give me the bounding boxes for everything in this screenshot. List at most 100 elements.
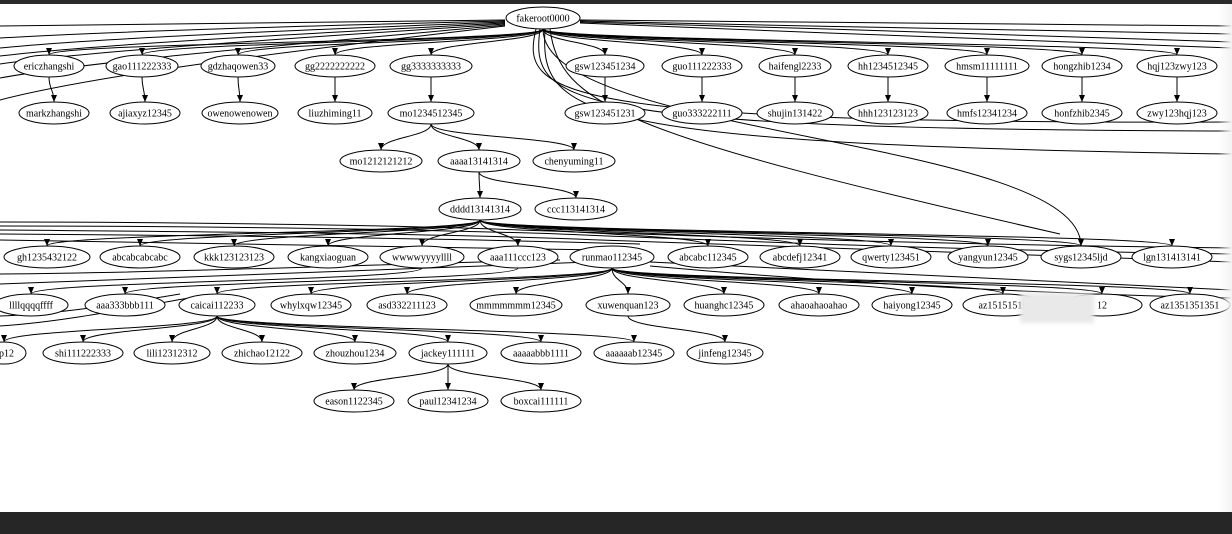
graph-node-gao111222333[interactable]: gao111222333	[105, 54, 179, 78]
node-label: mo1212121212	[350, 157, 413, 168]
graph-node-llllqqqqffff[interactable]: llllqqqqffff	[0, 293, 69, 317]
graph-node-gsw123451234[interactable]: gsw123451234	[565, 54, 645, 78]
edge-runmao112345-az15151515	[611, 267, 1006, 295]
graph-node-gsw123451231[interactable]: gsw123451231	[564, 101, 646, 125]
graph-node-aaa111ccc123[interactable]: aaa111ccc123	[477, 245, 559, 269]
graph-node-gg2222222222[interactable]: gg2222222222	[294, 54, 376, 78]
graph-node-kkk123123123[interactable]: kkk123123123	[193, 245, 275, 269]
edge-dddd13141314-abcabc112345	[479, 219, 711, 247]
graph-node-fakeroot0000[interactable]: fakeroot0000	[505, 6, 581, 30]
graph-node-markzhangshi[interactable]: markzhangshi	[18, 101, 90, 125]
graph-node-hqj123zwy123[interactable]: hqj123zwy123	[1136, 54, 1218, 78]
edge-dddd13141314-gh1235432122	[44, 219, 481, 247]
edge-caicai112233-zhouzhou1234	[216, 315, 358, 343]
graph-node-yangyun12345[interactable]: yangyun12345	[947, 245, 1029, 269]
edge-fakeroot0000-hqj123zwy123	[542, 28, 1180, 56]
graph-node-gg3333333333[interactable]: gg3333333333	[389, 54, 473, 78]
graph-node-aaa333bbb111[interactable]: aaa333bbb111	[84, 293, 166, 317]
graph-node-hh1234512345[interactable]: hh1234512345	[847, 54, 929, 78]
graph-node-xuwenquan123[interactable]: xuwenquan123	[585, 293, 671, 317]
graph-node-aaaa13141314[interactable]: aaaa13141314	[437, 149, 521, 173]
graph-node-pp12[interactable]: pp12	[0, 341, 27, 365]
graph-node-honfzhib2345[interactable]: honfzhib2345	[1041, 101, 1123, 125]
graph-node-lili12312312[interactable]: lili12312312	[133, 341, 211, 365]
node-label: aaa333bbb111	[96, 301, 154, 312]
graph-node-shi111222333[interactable]: shi111222333	[42, 341, 124, 365]
graph-node-aaaaabbb1111[interactable]: aaaaabbb1111	[500, 341, 582, 365]
graph-node-qwerty123451[interactable]: qwerty123451	[850, 245, 932, 269]
node-ellipse	[339, 149, 423, 173]
node-label: huanghc12345	[695, 301, 754, 312]
edge-fakeroot0000-guo111222333	[542, 28, 705, 56]
graph-node-hhh123123123[interactable]: hhh123123123	[847, 101, 929, 125]
graph-node-abcdefj12341[interactable]: abcdefj12341	[759, 245, 841, 269]
graph-node-abcabcabcabc[interactable]: abcabcabcabc	[99, 245, 181, 269]
graph-node-shujin131422[interactable]: shujin131422	[756, 101, 834, 125]
graph-node-haifengl2233[interactable]: haifengl2233	[758, 54, 832, 78]
graph-node-ajiaxyz12345[interactable]: ajiaxyz12345	[109, 101, 181, 125]
graph-node-gdzhaqowen33[interactable]: gdzhaqowen33	[200, 54, 276, 78]
edge-xuwenquan123-jinfeng12345	[627, 315, 728, 343]
edge-fakeroot0000-gg2222222222	[332, 28, 544, 56]
node-label: chenyuming11	[544, 157, 603, 168]
node-label: abcdefj12341	[773, 253, 827, 264]
graph-node-eason1122345[interactable]: eason1122345	[313, 389, 395, 413]
node-ellipse	[758, 54, 832, 78]
offscreen-edge-25	[649, 261, 1232, 291]
graph-viewport[interactable]: fakeroot0000 ericzhangshi markzhangshi gao1…	[0, 4, 1232, 512]
node-ellipse	[847, 54, 929, 78]
graph-node-mo1212121212[interactable]: mo1212121212	[339, 149, 423, 173]
graph-node-hmfs12341234[interactable]: hmfs12341234	[946, 101, 1028, 125]
edge-mo1234512345-chenyuming11	[430, 123, 577, 151]
edge-dddd13141314-wwwwyyyyllll	[419, 219, 481, 247]
graph-node-owenowenowen[interactable]: owenowenowen	[201, 101, 279, 125]
graph-node-dddd13141314[interactable]: dddd13141314	[438, 197, 522, 221]
graph-node-runmao112345[interactable]: runmao112345	[569, 245, 655, 269]
graph-node-wwwwyyyyllll[interactable]: wwwwyyyyllll	[379, 245, 465, 269]
graph-node-abcabc112345[interactable]: abcabc112345	[667, 245, 749, 269]
edge-caicai112233-pp12	[1, 315, 218, 343]
graph-node-zhichao12122[interactable]: zhichao12122	[221, 341, 303, 365]
graph-node-ericzhangshi[interactable]: ericzhangshi	[13, 54, 85, 78]
node-label: az15151515	[979, 301, 1028, 312]
graph-node-paul12341234[interactable]: paul12341234	[407, 389, 489, 413]
graph-node-jackey111111[interactable]: jackey111111	[408, 341, 488, 365]
graph-node-mmmmmmm12345[interactable]: mmmmmmm12345	[469, 293, 563, 317]
graph-node-asd332211123[interactable]: asd332211123	[366, 293, 448, 317]
node-ellipse	[469, 293, 563, 317]
graph-node-whylxqw12345[interactable]: whylxqw12345	[270, 293, 352, 317]
node-ellipse	[1131, 245, 1213, 269]
graph-node-caicai112233[interactable]: caicai112233	[178, 293, 256, 317]
node-label: gg3333333333	[401, 62, 461, 73]
graph-node-zwy123hqj123[interactable]: zwy123hqj123	[1136, 101, 1218, 125]
offscreen-edge-0	[0, 19, 506, 27]
edge-runmao112345-asd332211123	[404, 267, 613, 295]
graph-node-guo111222333[interactable]: guo111222333	[661, 54, 743, 78]
graph-node-liuzhiming11[interactable]: liuzhiming11	[297, 101, 373, 125]
graph-node-chenyuming11[interactable]: chenyuming11	[532, 149, 616, 173]
graph-node-jinfeng12345[interactable]: jinfeng12345	[686, 341, 764, 365]
node-label: llllqqqqffff	[9, 301, 54, 312]
node-label: hmfs12341234	[957, 109, 1017, 120]
graph-node-aaaaaab12345[interactable]: aaaaaab12345	[593, 341, 675, 365]
graph-node-ccc113141314[interactable]: ccc113141314	[534, 197, 618, 221]
bottom-bar	[0, 512, 1232, 534]
graph-node-huanghc12345[interactable]: huanghc12345	[683, 293, 765, 317]
graph-node-boxcai111111[interactable]: boxcai111111	[500, 389, 582, 413]
graph-node-ahaoahaoahao[interactable]: ahaoahaoahao	[778, 293, 860, 317]
graph-node-guo333222111[interactable]: guo333222111	[661, 101, 743, 125]
node-label: ericzhangshi	[24, 62, 75, 73]
graph-node-hmsm11111111[interactable]: hmsm11111111	[944, 54, 1030, 78]
graph-node-kangxiaoguan[interactable]: kangxiaoguan	[287, 245, 369, 269]
node-label: wwwwyyyyllll	[392, 253, 452, 264]
graph-node-sygs12345ljd[interactable]: sygs12345ljd	[1040, 245, 1122, 269]
graph-node-gh1235432122[interactable]: gh1235432122	[3, 245, 91, 269]
graph-node-hongzhib1234[interactable]: hongzhib1234	[1041, 54, 1123, 78]
graph-node-mo1234512345[interactable]: mo1234512345	[387, 101, 475, 125]
graph-node-lgn131413141[interactable]: lgn131413141	[1131, 245, 1213, 269]
graph-node-zhouzhou1234[interactable]: zhouzhou1234	[313, 341, 397, 365]
edge-dddd13141314-abcdefj12341	[479, 219, 803, 247]
offscreen-edge-8	[579, 20, 1232, 35]
graph-node-haiyong12345[interactable]: haiyong12345	[871, 293, 953, 317]
edge-mo1234512345-mo1212121212	[378, 123, 432, 151]
